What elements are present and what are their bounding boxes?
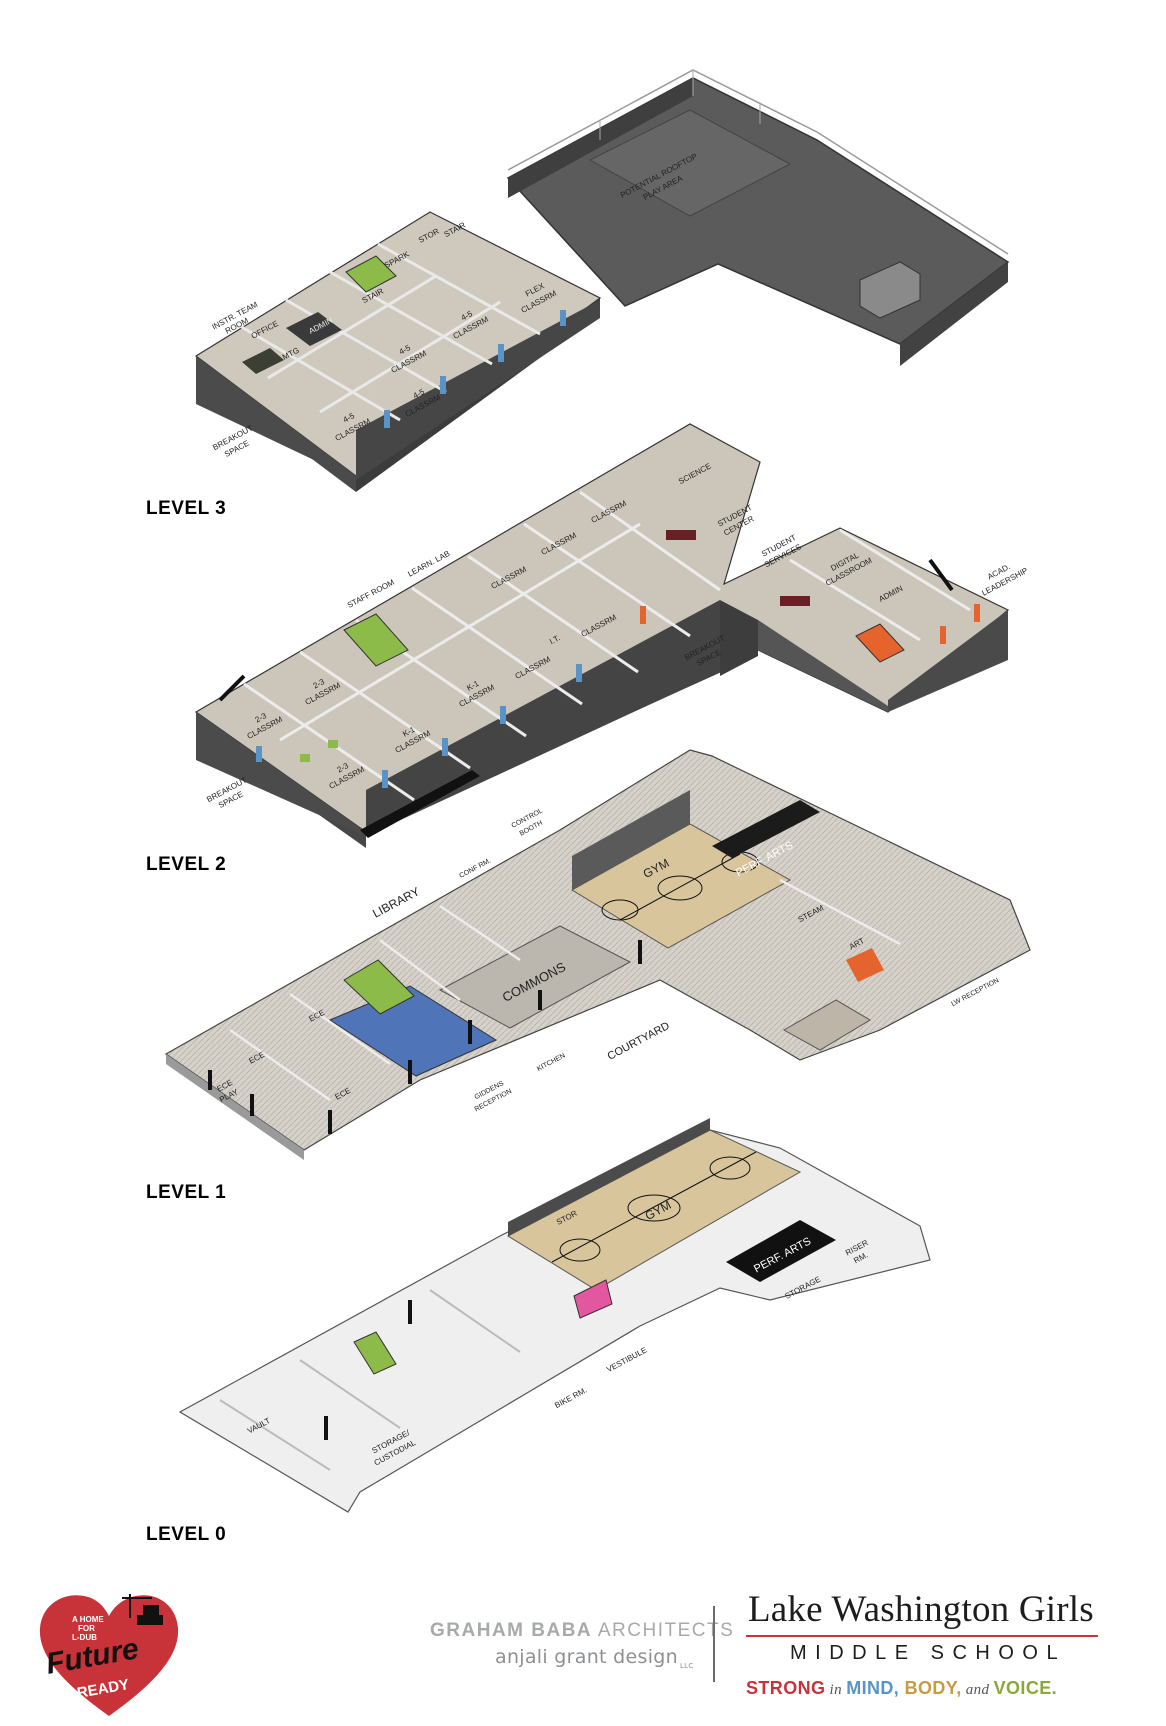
stair-green-l2 bbox=[343, 613, 409, 667]
room-label: KITCHEN bbox=[536, 1052, 566, 1073]
level-0-label: LEVEL 0 bbox=[146, 1524, 226, 1545]
architect-credit: GRAHAM BABA ARCHITECTS bbox=[430, 1620, 735, 1641]
room-label: BIKE RM. bbox=[553, 1386, 588, 1410]
room-label: I.T. bbox=[548, 633, 562, 646]
level-1-label: LEVEL 1 bbox=[146, 1182, 226, 1203]
isometric-floor-plan: POTENTIAL ROOFTOP PLAY AREA INSTR. TEAM … bbox=[146, 69, 1031, 1545]
level-1-model: LIBRARY CONF RM. CONTROL BOOTH GYM PERF.… bbox=[164, 749, 1031, 1160]
level-0-model: STOR GYM PERF. ARTS RISER RM. STORAGE VE… bbox=[178, 1118, 931, 1513]
designer-llc: LLC bbox=[679, 1661, 694, 1670]
future-ready-heart-logo: A HOME FOR L-DUB Future READY bbox=[39, 1594, 179, 1716]
badge-line: A HOME bbox=[72, 1615, 104, 1624]
heart-icon bbox=[39, 1595, 179, 1716]
badge-line: L-DUB bbox=[72, 1633, 97, 1642]
commons-area bbox=[438, 925, 632, 1029]
stair-green-l1 bbox=[343, 959, 415, 1015]
stair-green-l0 bbox=[353, 1331, 397, 1375]
perf-arts-stage-l0 bbox=[726, 1220, 836, 1282]
level-3-model: POTENTIAL ROOFTOP PLAY AREA INSTR. TEAM … bbox=[194, 69, 1010, 492]
footer-divider bbox=[713, 1606, 715, 1682]
level-2-model: STAFF ROOM LEARN. LAB SCIENCE CLASSRM CL… bbox=[194, 423, 1029, 848]
footer: A HOME FOR L-DUB Future READY GRAHAM BAB… bbox=[0, 1570, 1166, 1726]
school-tagline: STRONG in MIND, BODY, and VOICE. bbox=[746, 1678, 1058, 1698]
level-3-label: LEVEL 3 bbox=[146, 498, 226, 519]
gym-floor-l0 bbox=[506, 1129, 802, 1291]
room-label: VESTIBULE bbox=[605, 1345, 648, 1374]
school-name: Lake Washington Girls bbox=[748, 1589, 1094, 1630]
school-subtitle: MIDDLE SCHOOL bbox=[790, 1642, 1067, 1664]
room-label: COURTYARD bbox=[605, 1020, 671, 1063]
badge-line: FOR bbox=[78, 1624, 95, 1633]
stair-green-l3 bbox=[345, 255, 397, 293]
school-name-underline bbox=[746, 1635, 1098, 1637]
level-2-label: LEVEL 2 bbox=[146, 854, 226, 875]
crane-icon bbox=[122, 1594, 163, 1625]
